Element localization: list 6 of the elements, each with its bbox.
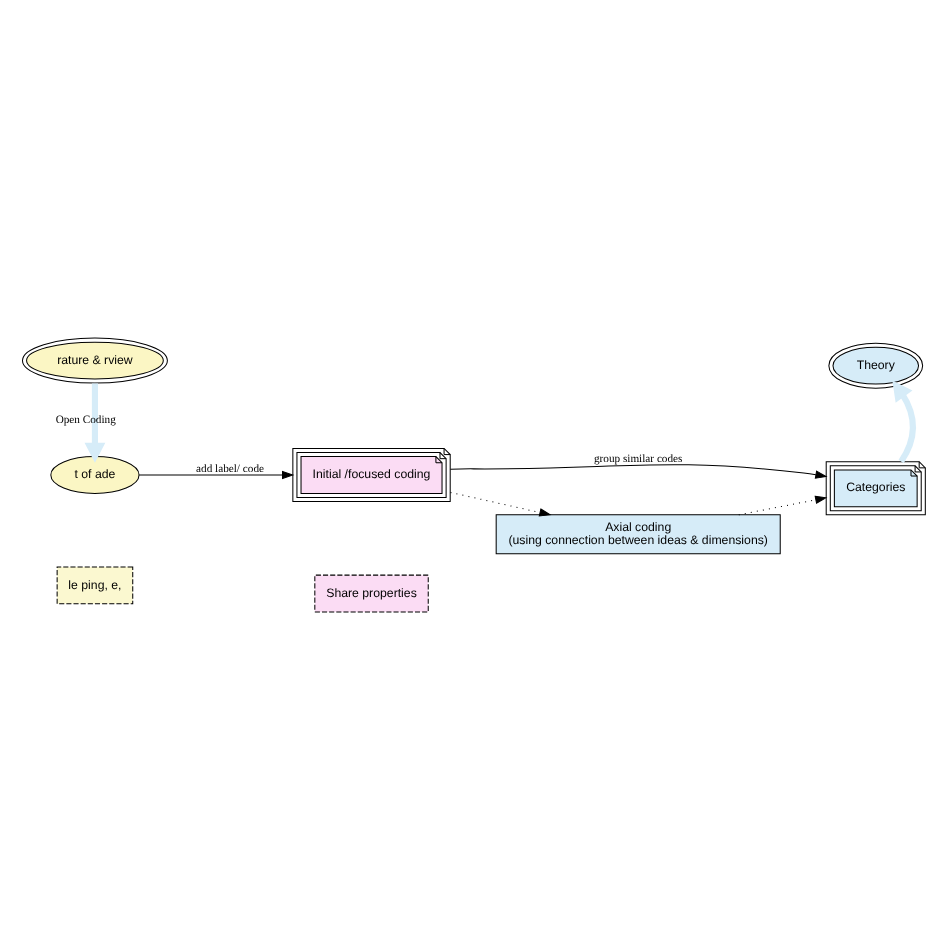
arrow (892, 379, 916, 463)
arrow (449, 463, 828, 478)
arrow (138, 469, 295, 479)
arrow (450, 490, 552, 516)
arrow (738, 494, 828, 515)
arrow (84, 382, 106, 462)
